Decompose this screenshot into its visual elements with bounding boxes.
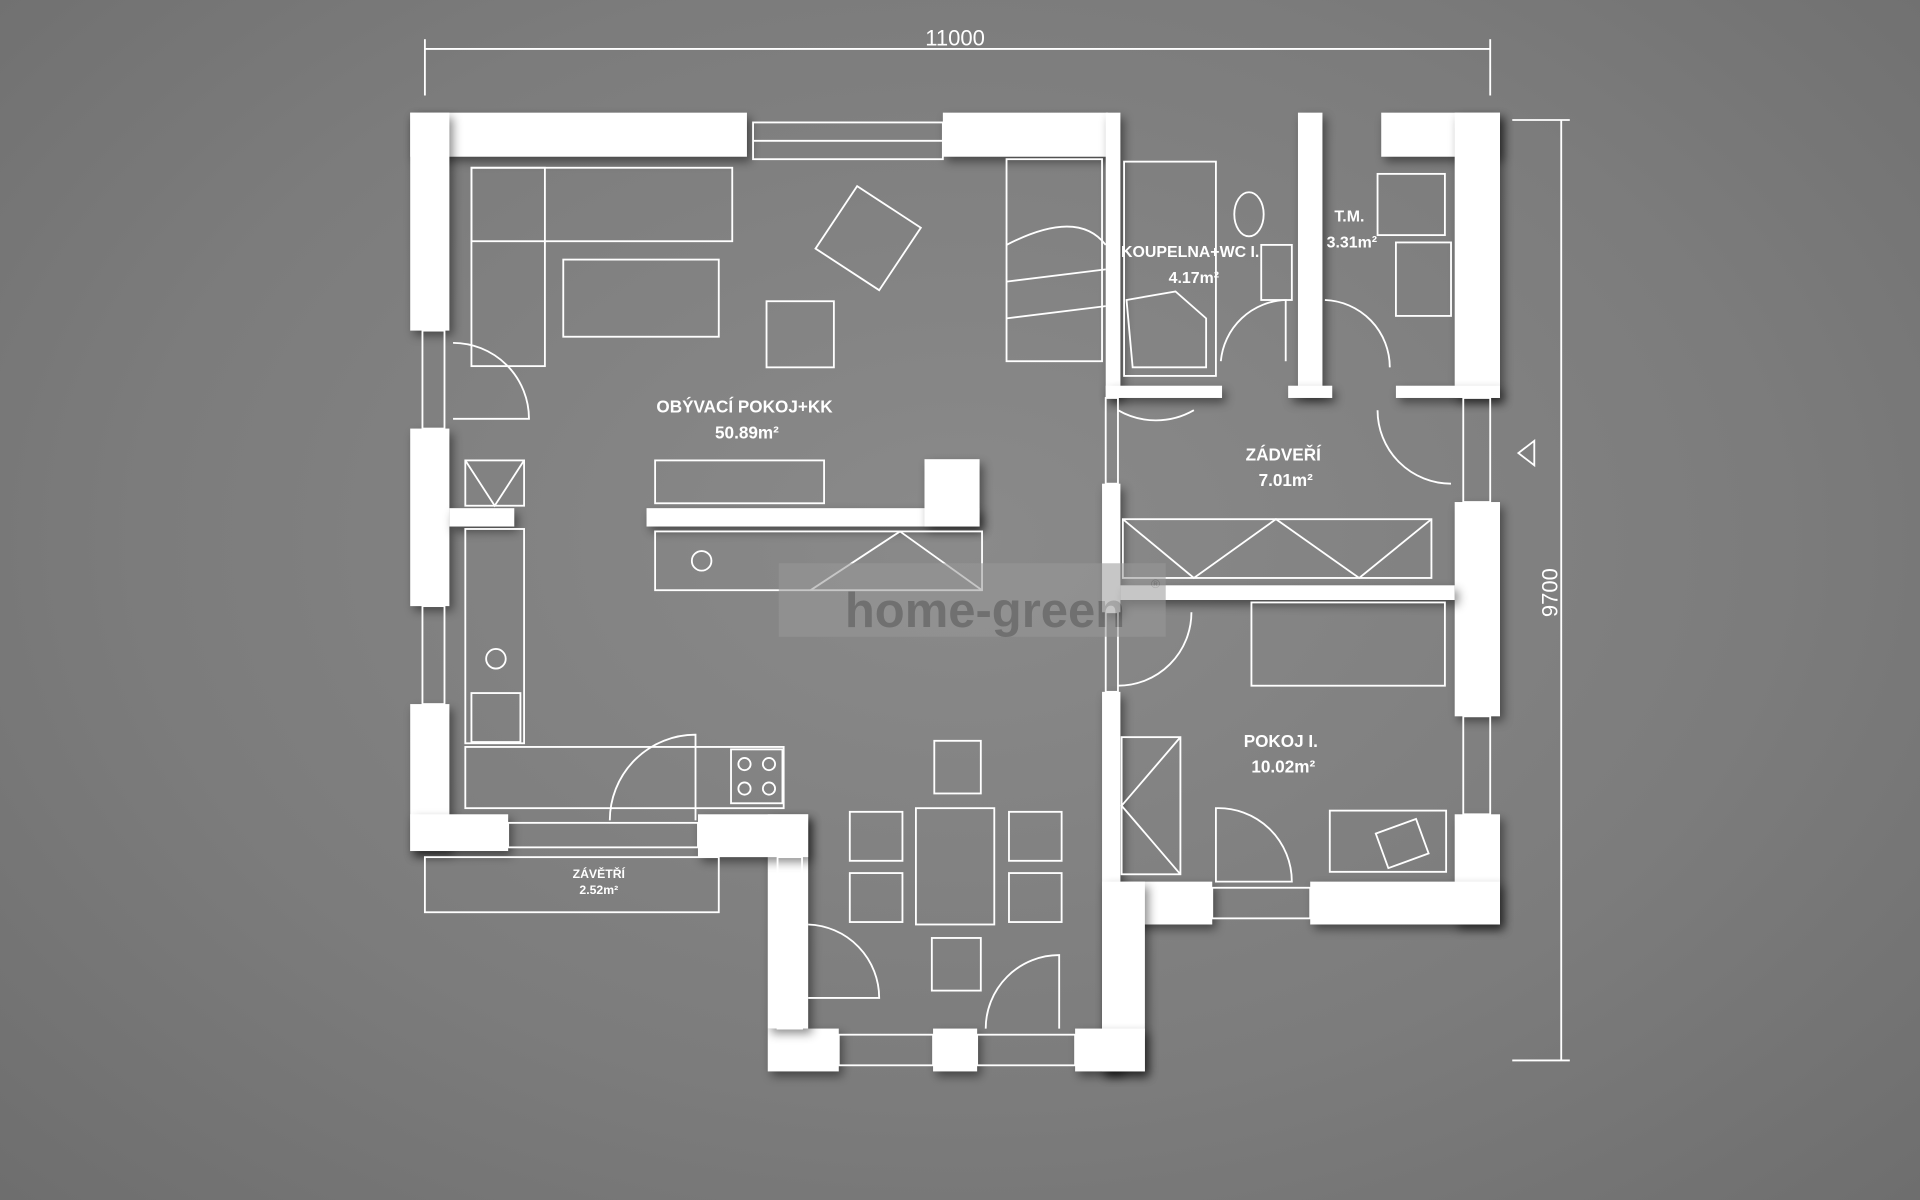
washbasin-icon: [1260, 243, 1293, 301]
staircase-icon: [1005, 158, 1103, 363]
windows: [421, 121, 1492, 1067]
sink-icon: [690, 550, 713, 572]
width-label: 11000: [925, 25, 985, 50]
room-area: 50.89m²: [715, 422, 779, 442]
fridge-icon: [470, 692, 522, 743]
sofa-icon: [470, 166, 734, 243]
shoe-cabinet-icon: [1121, 518, 1433, 579]
dining-table-icon: [915, 807, 996, 926]
room-hall: ZÁDVEŘÍ 7.01m²: [1246, 444, 1322, 490]
room-name: T.M.: [1334, 209, 1364, 226]
wardrobe-icon: [1120, 736, 1182, 876]
coffee-table-icon: [562, 258, 720, 338]
room-name: ZÁDVEŘÍ: [1246, 444, 1322, 464]
room-name: KOUPELNA+WC I.: [1121, 244, 1259, 261]
room-area: 4.17m²: [1169, 270, 1219, 287]
room-name: POKOJ I.: [1244, 731, 1318, 751]
walls: [410, 112, 1500, 1072]
room-utility: T.M. 3.31m²: [1327, 209, 1377, 252]
watermark: home-green ®: [778, 563, 1166, 638]
bathtub-icon: [1125, 290, 1208, 369]
bed-icon: [1250, 601, 1446, 687]
armchair-icon: [814, 184, 923, 292]
cooktop-icon: [730, 748, 784, 805]
washing-machine-icon: [1395, 241, 1452, 317]
watermark-text: home-green: [845, 584, 1125, 638]
pouf-icon: [765, 300, 835, 369]
room-porch: ZÁVĚTŘÍ 2.52m²: [573, 866, 626, 897]
height-label: 9700: [1538, 568, 1563, 617]
room-name: ZÁVĚTŘÍ: [573, 866, 626, 881]
room-name: OBÝVACÍ POKOJ+KK: [656, 397, 833, 417]
room-area: 3.31m²: [1327, 234, 1377, 251]
doors: [453, 299, 1452, 1029]
room-living: OBÝVACÍ POKOJ+KK 50.89m²: [656, 397, 833, 443]
room-area: 10.02m²: [1251, 757, 1315, 777]
tv-stand-icon: [654, 459, 825, 505]
room-bedroom: POKOJ I. 10.02m²: [1244, 731, 1318, 777]
entrance-arrow-icon: [1516, 438, 1536, 468]
room-area: 2.52m²: [579, 883, 618, 897]
desk-icon: [1328, 809, 1448, 873]
toilet-icon: [1233, 191, 1265, 238]
dimension-height: 9700: [1512, 119, 1570, 1062]
laptop-icon: [1374, 817, 1430, 870]
registered-mark: ®: [1151, 577, 1160, 591]
room-area: 7.01m²: [1259, 470, 1314, 490]
boiler-icon: [1376, 172, 1446, 237]
dimension-width: 11000: [423, 25, 1492, 96]
furniture: [423, 158, 1452, 992]
room-bathroom: KOUPELNA+WC I. 4.17m²: [1121, 244, 1259, 287]
